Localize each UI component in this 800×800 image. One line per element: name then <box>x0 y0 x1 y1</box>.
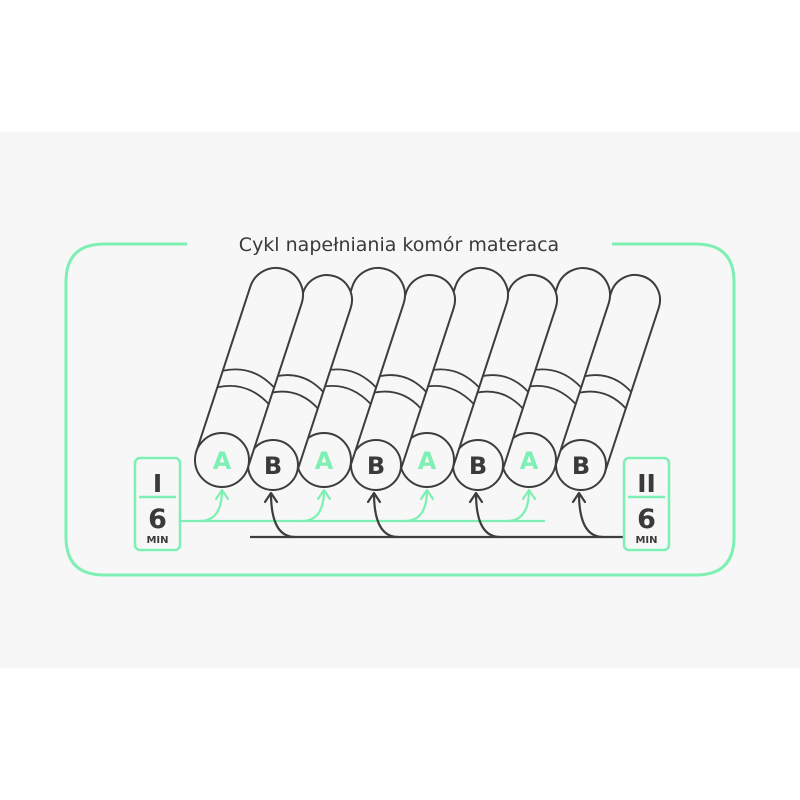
chamber-label-b: B <box>572 452 590 480</box>
tube-seam-2 <box>378 374 427 393</box>
phase-ii-unit: MIN <box>635 535 657 546</box>
arrowhead-a-1 <box>214 488 230 501</box>
arrowhead-a-7 <box>521 488 537 501</box>
tube-seam-1 <box>475 390 524 410</box>
tube-seam-1 <box>373 390 422 410</box>
phase-i-duration: 6 <box>148 504 167 535</box>
flow-arrows <box>180 488 624 539</box>
phase-i-frame <box>133 456 182 552</box>
tube-body <box>297 267 406 470</box>
arrow-to-b-8 <box>577 492 604 539</box>
tube-seam-2 <box>275 374 324 393</box>
chamber-label-b: B <box>469 452 487 480</box>
chamber-label-a: A <box>213 447 232 475</box>
arrow-to-b-2 <box>269 492 296 539</box>
tube-body <box>555 274 661 475</box>
chamber-label-b: B <box>367 452 385 480</box>
arrowhead-b-4 <box>366 491 382 504</box>
frame-border <box>64 242 736 577</box>
arrow-to-b-6 <box>474 492 501 539</box>
arrow-to-a-7 <box>506 489 531 523</box>
phase-i-box: I 6 MIN <box>133 456 182 552</box>
chamber-label-b: B <box>264 452 282 480</box>
phase-ii-duration: 6 <box>637 504 656 535</box>
tube-body <box>452 274 558 475</box>
tube-body <box>502 267 611 470</box>
arrowhead-b-2 <box>263 491 279 504</box>
chamber-tube-6-b: B <box>452 274 558 491</box>
chamber-tube-8-b: B <box>555 274 661 491</box>
phase-ii-label: II <box>637 469 656 498</box>
chamber-tube-5-a: A <box>399 267 509 488</box>
tube-seam-1 <box>578 390 627 410</box>
arrow-to-b-4 <box>372 492 399 539</box>
chamber-face <box>194 432 250 488</box>
tube-body <box>350 274 456 475</box>
arrowhead-a-5 <box>419 488 435 501</box>
chamber-label-a: A <box>520 447 539 475</box>
tube-body <box>247 274 353 475</box>
top-white-band <box>0 0 800 132</box>
chamber-label-a: A <box>418 447 437 475</box>
chamber-label-a: A <box>315 447 334 475</box>
tube-body <box>400 267 509 470</box>
chamber-tube-2-b: B <box>247 274 353 491</box>
arrow-to-a-5 <box>404 489 429 523</box>
tube-seam-2 <box>222 368 275 389</box>
arrow-to-a-1 <box>199 489 224 523</box>
chamber-tube-3-a: A <box>296 267 406 488</box>
tube-seam-2 <box>480 374 529 393</box>
diagram-title: Cykl napełniania komór materaca <box>239 234 559 256</box>
arrowhead-b-8 <box>571 491 587 504</box>
arrowhead-a-3 <box>316 488 332 501</box>
tube-seam-1 <box>217 384 270 405</box>
tube-seam-1 <box>270 390 319 410</box>
tube-body <box>195 267 304 470</box>
phase-i-unit: MIN <box>146 535 168 546</box>
arrowhead-b-6 <box>468 491 484 504</box>
phase-ii-frame <box>622 456 671 552</box>
chamber-tube-1-a: A <box>194 267 304 488</box>
phase-ii-box: II 6 MIN <box>622 456 671 552</box>
arrow-to-a-3 <box>301 489 326 523</box>
tube-seam-2 <box>583 374 632 393</box>
bottom-white-band <box>0 668 800 800</box>
phase-i-label: I <box>153 469 162 498</box>
